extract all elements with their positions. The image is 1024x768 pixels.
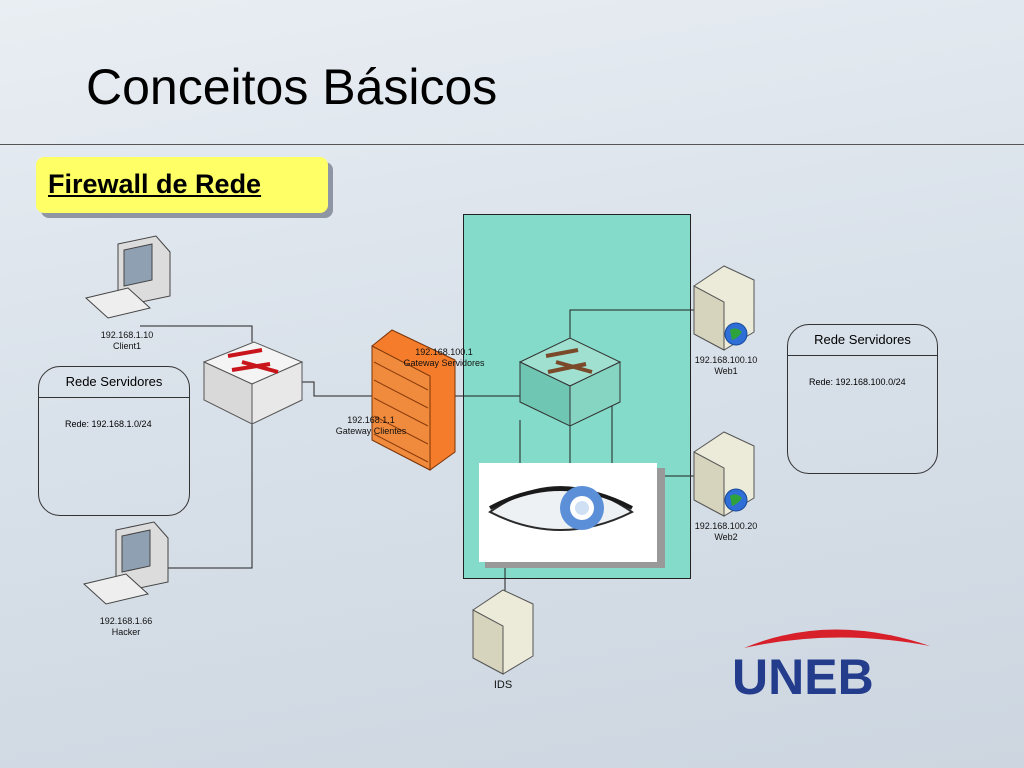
firewall-lan-name: Gateway Clientes xyxy=(335,426,407,436)
web1-name: Web1 xyxy=(714,366,738,376)
lan-switch-icon xyxy=(202,341,304,425)
slide-title: Conceitos Básicos xyxy=(86,59,498,115)
firewall-icon xyxy=(371,329,456,471)
hacker-ip: 192.168.1.66 xyxy=(99,616,153,626)
firewall-lan-label: 192.168.1.1 Gateway Clientes xyxy=(328,415,414,437)
ids-label: IDS xyxy=(478,680,528,691)
web2-ip: 192.168.100.20 xyxy=(694,521,758,531)
network-box-title: Rede Servidores xyxy=(788,325,937,356)
web1-label: 192.168.100.10 Web1 xyxy=(688,355,764,377)
firewall-dmz-name: Gateway Servidores xyxy=(403,358,485,368)
client1-computer-icon xyxy=(84,235,171,319)
web1-ip: 192.168.100.10 xyxy=(694,355,758,365)
eye-image xyxy=(479,463,665,568)
hacker-label: 192.168.1.66 Hacker xyxy=(88,616,164,638)
web2-server-icon xyxy=(693,431,755,517)
client1-name: Client1 xyxy=(112,341,141,351)
network-box-body: Rede: 192.168.100.0/24 xyxy=(809,377,906,387)
network-box-body: Rede: 192.168.1.0/24 xyxy=(65,419,152,429)
firewall-dmz-label: 192.168.100.1 Gateway Servidores xyxy=(396,347,492,369)
web2-label: 192.168.100.20 Web2 xyxy=(688,521,764,543)
firewall-dmz-ip: 192.168.100.1 xyxy=(415,347,473,357)
network-box-title: Rede Servidores xyxy=(39,367,189,398)
client1-ip: 192.168.1.10 xyxy=(100,330,154,340)
hacker-computer-icon xyxy=(82,521,169,605)
firewall-lan-ip: 192.168.1.1 xyxy=(347,415,395,425)
uneb-logo-text: UNEB xyxy=(732,649,874,705)
callout-box: Firewall de Rede xyxy=(36,157,328,213)
callout-text: Firewall de Rede xyxy=(48,169,262,199)
client1-label: 192.168.1.10 Client1 xyxy=(90,330,164,352)
uneb-logo: UNEB xyxy=(732,629,930,705)
title-divider xyxy=(0,144,1024,145)
network-box-servers: Rede Servidores Rede: 192.168.100.0/24 xyxy=(787,324,938,474)
network-box-clients: Rede Servidores Rede: 192.168.1.0/24 xyxy=(38,366,190,516)
hacker-name: Hacker xyxy=(111,627,141,637)
ids-name: IDS xyxy=(493,679,513,691)
ids-server-icon xyxy=(472,589,534,675)
web2-name: Web2 xyxy=(714,532,738,542)
web1-server-icon xyxy=(693,265,755,351)
dmz-switch-icon xyxy=(518,337,622,427)
